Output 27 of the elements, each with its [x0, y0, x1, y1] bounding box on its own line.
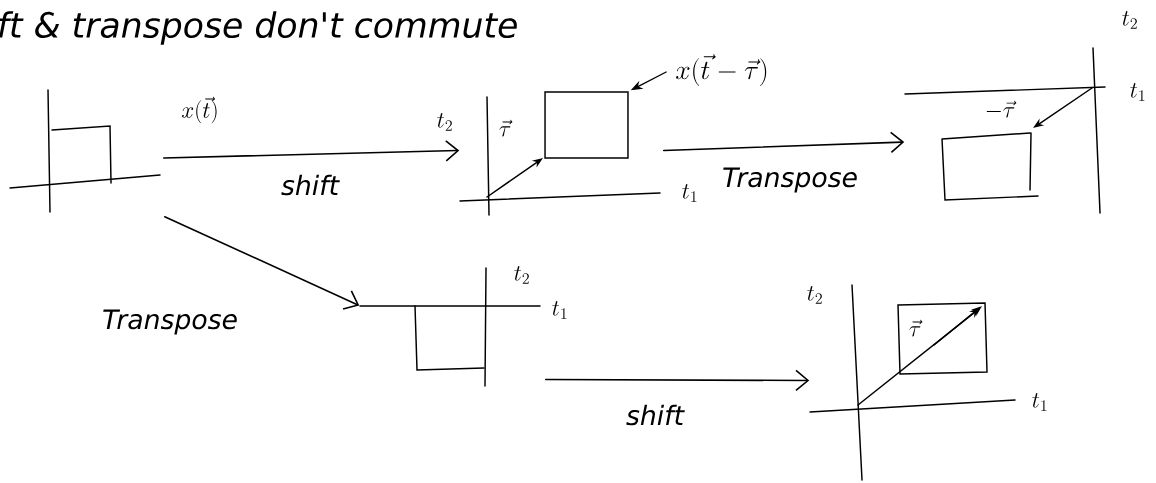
- axis-label: $t_2$: [807, 285, 822, 304]
- edge-label: shift: [624, 403, 686, 427]
- axis-label: $t_1$: [1130, 82, 1145, 101]
- axes-drawing: [904, 47, 1106, 214]
- edge-label: Transpose: [720, 166, 860, 194]
- signal-label: $x(\vec{t})$: [182, 96, 217, 124]
- axes-drawing: [359, 267, 541, 387]
- axes-drawing: [9, 89, 161, 213]
- axis-label: $t_2$: [514, 265, 529, 284]
- signal-box: [544, 91, 629, 159]
- vector-label: $-\vec{\tau}$: [986, 100, 1017, 118]
- axis-label: $t_1$: [682, 183, 697, 202]
- vector-label: $\vec{\tau}$: [499, 119, 513, 137]
- axis-label: $t_2$: [1122, 10, 1137, 29]
- title: ft & transpose don't commute: [0, 11, 517, 45]
- axis-label: $t_1$: [1032, 392, 1047, 411]
- double-arrow: [662, 131, 905, 154]
- axis-label: $t_2$: [437, 112, 452, 131]
- double-arrow: [163, 215, 360, 310]
- edge-label: Transpose: [100, 308, 240, 336]
- vector-label: $\vec{\tau}$: [909, 319, 923, 337]
- axes-drawing: [809, 284, 1016, 481]
- signal-label: $x(\vec{t}-\vec{\tau})$: [676, 54, 767, 86]
- double-arrow: [162, 140, 460, 162]
- axes-drawing: [459, 96, 661, 216]
- double-arrow: [544, 369, 810, 392]
- edge-label: shift: [279, 173, 341, 197]
